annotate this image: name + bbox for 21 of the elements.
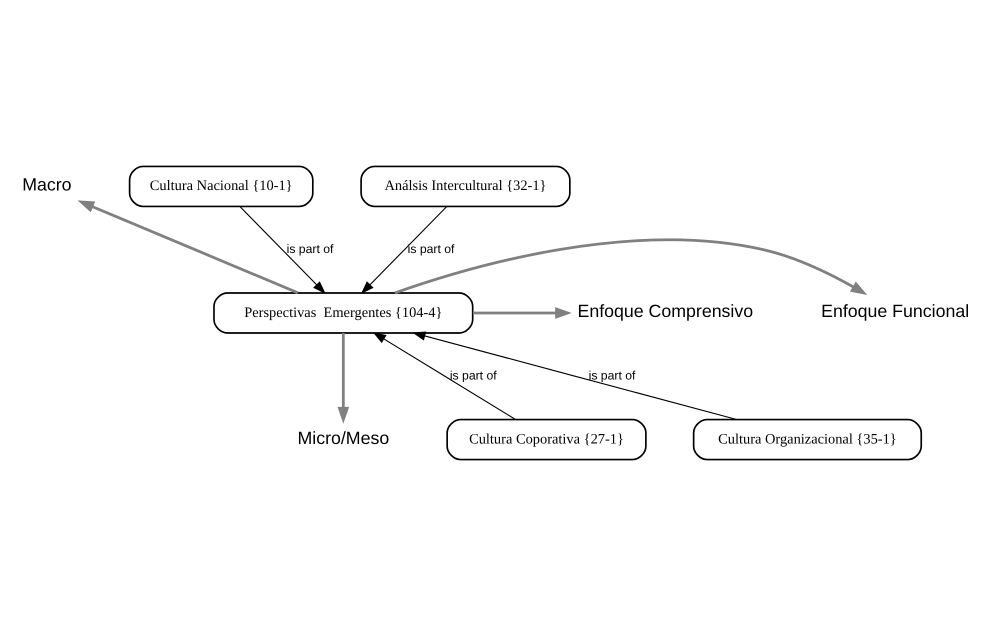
arrow <box>412 331 737 420</box>
node-box: Cultura Coporativa {27-1} <box>446 418 647 460</box>
edge-label: is part of <box>286 241 334 256</box>
arrow <box>472 306 572 318</box>
arrow <box>338 332 350 424</box>
node-text: Enfoque Funcional <box>821 300 970 321</box>
node-text: Micro/Meso <box>297 427 390 448</box>
arrow <box>239 206 326 294</box>
node-text: Enfoque Comprensivo <box>578 300 754 321</box>
node-box: Cultura Organizacional {35-1} <box>692 418 922 460</box>
edge-label: is part of <box>408 241 454 256</box>
node-box: Análsis Intercultural {32-1} <box>360 165 571 207</box>
arrow <box>360 206 448 294</box>
node-text: Macro <box>22 174 72 194</box>
arrow <box>394 238 868 294</box>
node-box: Perspectivas Emergentes {104-4} <box>213 292 474 334</box>
arrow <box>372 332 516 420</box>
edge-label: is part of <box>450 368 497 382</box>
edge-label: is part of <box>588 368 636 382</box>
arrow <box>78 200 298 294</box>
node-box: Cultura Nacional {10-1} <box>128 165 314 207</box>
